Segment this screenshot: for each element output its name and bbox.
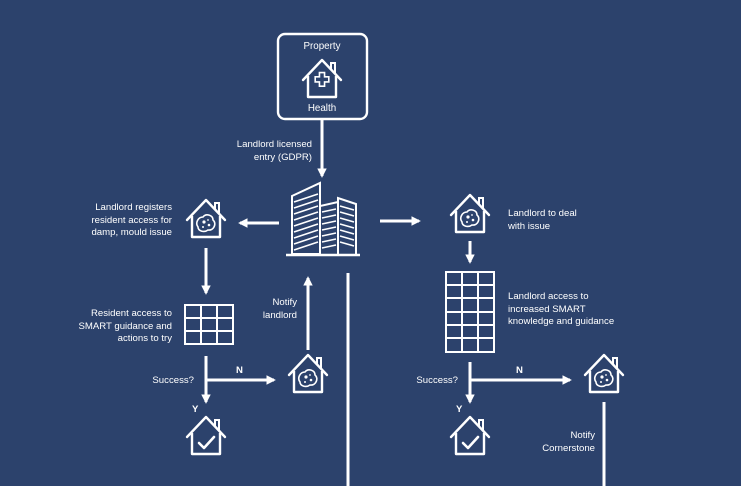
- property-health-box: [276, 32, 369, 121]
- yes-label-right: Y: [456, 404, 463, 415]
- yes-label-left: Y: [192, 404, 199, 415]
- house-mould-icon: [449, 193, 491, 234]
- house-checkmark-icon: [185, 415, 227, 456]
- house-checkmark-icon: [449, 415, 491, 456]
- house-medical-cross-icon: [301, 58, 343, 99]
- house-mould-icon: [185, 198, 227, 239]
- landlord-access-label: Landlord access to increased SMART knowl…: [508, 291, 615, 327]
- property-label: Property: [303, 41, 341, 52]
- house-mould-icon: [583, 353, 625, 394]
- deal-label: Landlord to deal with issue: [508, 208, 577, 232]
- entry-label: Landlord licensed entry (GDPR): [236, 139, 312, 163]
- office-buildings-icon: [286, 181, 360, 257]
- success-label-right: Success?: [416, 375, 458, 386]
- house-mould-icon: [287, 353, 329, 394]
- health-label: Health: [307, 103, 337, 114]
- notify-cornerstone-label: Notify Cornerstone: [542, 430, 595, 454]
- registers-label: Landlord registers resident access for d…: [91, 202, 172, 238]
- no-label-right: N: [516, 365, 523, 376]
- notify-landlord-label: Notify landlord: [262, 297, 297, 321]
- resident-access-label: Resident access to SMART guidance and ac…: [78, 308, 172, 344]
- grid-panel-icon: [184, 304, 234, 345]
- grid-panel-icon: [445, 271, 495, 353]
- success-label-left: Success?: [152, 375, 194, 386]
- no-label-left: N: [236, 365, 243, 376]
